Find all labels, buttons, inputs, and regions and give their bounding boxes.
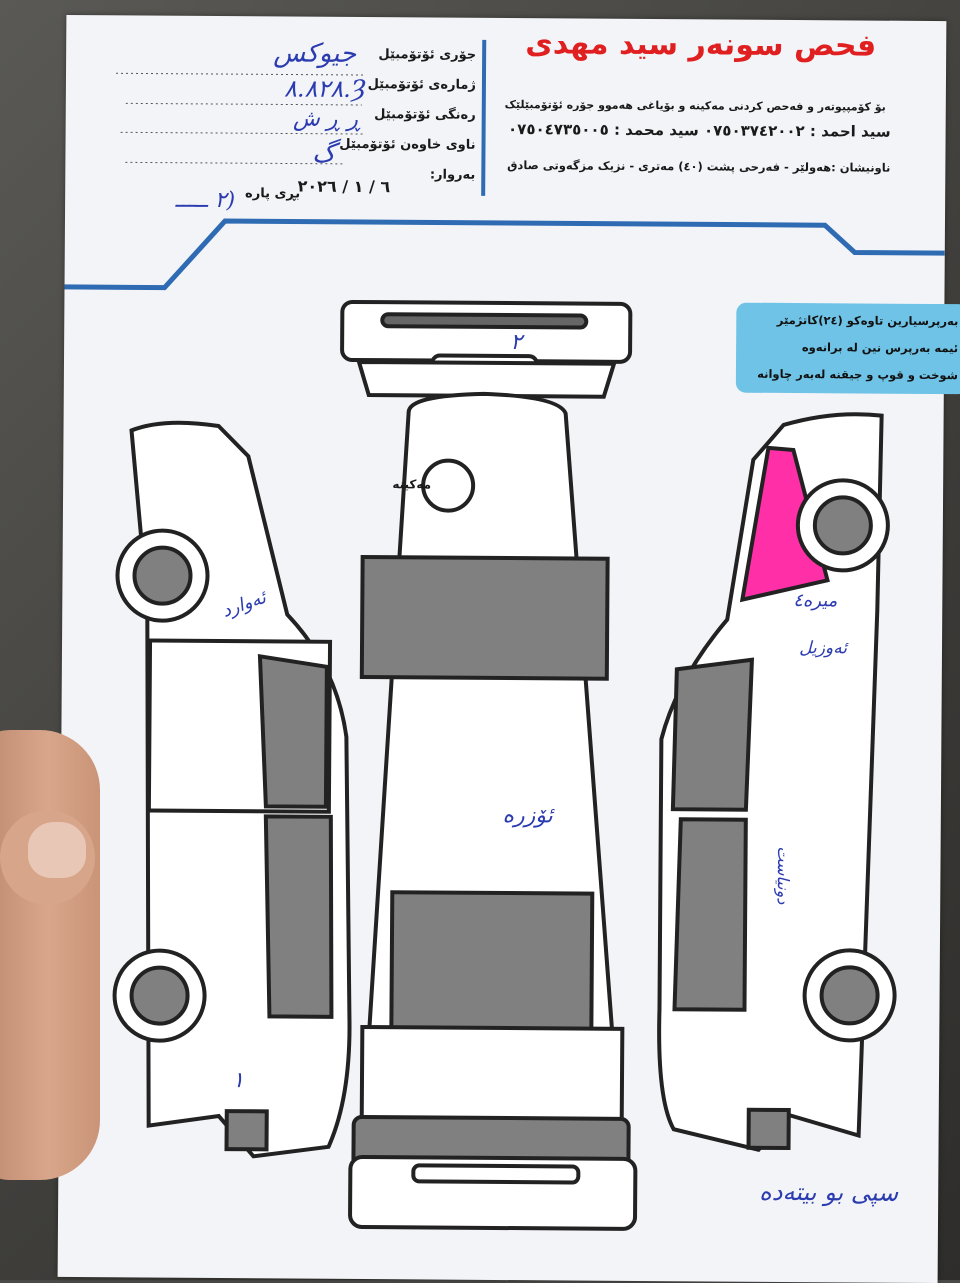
- car-color-value: ڕ ڕ ش: [292, 106, 361, 133]
- date-label: بەروار:: [429, 167, 476, 183]
- front-bumper-note: ٢: [510, 330, 523, 356]
- car-right-side-view: [657, 412, 897, 1153]
- form-field-lines: [116, 72, 366, 165]
- car-number-label: ژمارەی ئۆتۆمبێل: [367, 77, 476, 93]
- thumbnail: [28, 822, 86, 878]
- right-door-note: دونیاست: [773, 846, 794, 905]
- car-left-side-view: [112, 420, 352, 1159]
- owner-name-label: ناوی خاوەن ئۆتۆمبێل: [339, 136, 476, 153]
- footer-note: سپی بو بیتەدە: [759, 1177, 899, 1207]
- car-type-label: جۆری ئۆتۆمبێل: [378, 47, 477, 63]
- header-vertical-divider: [481, 39, 487, 196]
- car-color-label: رەنگی ئۆتۆمبێل: [374, 107, 476, 123]
- inspection-form-paper: فحص سونەر سید مهدی بۆ کۆمپیوتەر و فەحص ک…: [57, 14, 960, 1283]
- left-rear-mark: ١: [232, 1068, 245, 1094]
- engine-label: مەکینە: [392, 477, 432, 492]
- shop-description: بۆ کۆمپیوتەر و فەحص کردنی مەکینە و بۆیاغ…: [504, 98, 886, 114]
- right-quarter-pink-note: میرە٤: [793, 590, 838, 612]
- owner-name-value: گ: [312, 138, 336, 169]
- hand-holding-paper: [0, 730, 100, 1180]
- info-item: بەرپرسیارین تاوەکو (٢٤)کاتژمێر: [776, 312, 959, 329]
- amount-value: (٢ ـــــ: [175, 187, 236, 214]
- car-top-view: [340, 299, 638, 1231]
- shop-address: ناونیشان :هەولێر - فەرحی پشت (٤٠) مەتری …: [507, 158, 891, 175]
- info-box: بەرپرسیارین تاوەکو (٢٤)کاتژمێر ئیمە بەرپ…: [735, 302, 960, 395]
- header-divider-line: [64, 218, 945, 291]
- car-number-value: Ȝ.٨.٨٢٨: [283, 74, 367, 104]
- shop-title: فحص سونەر سید مهدی: [525, 26, 877, 64]
- car-type-value: جیوکس: [273, 38, 357, 69]
- info-item: شوخت و قوپ و جیقنە لەبەر چاوانە: [757, 366, 958, 383]
- info-item: ئیمە بەرپرس نین لە برانەوە: [801, 340, 959, 356]
- right-quarter-note: ئەوزیل: [799, 638, 848, 659]
- form-graphics: [64, 39, 945, 1231]
- phone-numbers: سید احمد : ٠٧٥٠٣٧٤٢٠٠٢ سید محمد : ٠٧٥٠٤٧…: [507, 120, 891, 141]
- roof-note: ئۆزرە: [502, 803, 553, 829]
- date-value: ٦ / ١ / ٢٠٢٦: [297, 176, 391, 197]
